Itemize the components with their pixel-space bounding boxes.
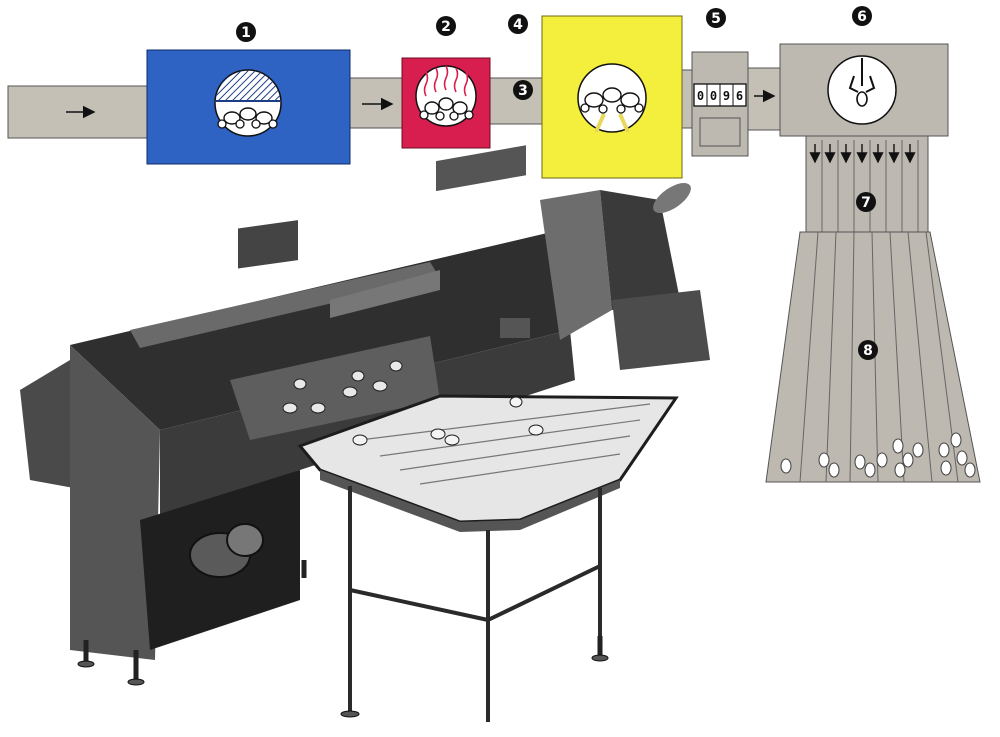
weighing-station bbox=[779, 43, 949, 137]
counter-digit: 9 bbox=[723, 89, 730, 103]
step-marker-2: 2 bbox=[436, 16, 456, 36]
sorting-lanes bbox=[805, 135, 929, 235]
step-number: 8 bbox=[863, 343, 873, 359]
counter-digit: 0 bbox=[697, 89, 704, 103]
yellow-inspection-station bbox=[541, 15, 683, 179]
step-number: 4 bbox=[513, 17, 523, 33]
counter-digit: 0 bbox=[710, 89, 717, 103]
conveyor-belt bbox=[7, 67, 781, 139]
step-marker-4: 4 bbox=[508, 14, 528, 34]
step-number: 1 bbox=[241, 25, 251, 41]
sorted-eggs bbox=[780, 432, 976, 478]
sorting-lanes-icon bbox=[821, 140, 919, 232]
step-number: 7 bbox=[861, 195, 871, 211]
step-number: 3 bbox=[518, 83, 528, 99]
step-marker-5: 5 bbox=[706, 8, 726, 28]
counter-digit: 6 bbox=[736, 89, 743, 103]
heating-station-icon bbox=[415, 65, 477, 127]
heating-station bbox=[401, 57, 491, 149]
step-marker-6: 6 bbox=[852, 6, 872, 26]
egg-counter-icon: 0 0 9 6 bbox=[693, 83, 747, 107]
motor-icon bbox=[189, 523, 264, 578]
egg-grading-machine-icon bbox=[20, 145, 710, 722]
lane-arrows bbox=[809, 144, 916, 164]
step-number: 6 bbox=[857, 9, 867, 25]
step-number: 2 bbox=[441, 19, 451, 35]
egg-counter-station: 0 0 9 6 bbox=[691, 51, 749, 157]
step-marker-7: 7 bbox=[856, 192, 876, 212]
step-number: 5 bbox=[711, 11, 721, 27]
blue-treatment-station-icon bbox=[214, 69, 282, 137]
roller-eggs bbox=[282, 360, 403, 414]
yellow-inspection-station-icon bbox=[577, 63, 647, 133]
weighing-scale-icon bbox=[827, 55, 897, 125]
table-eggs bbox=[352, 396, 544, 446]
step-marker-8: 8 bbox=[858, 340, 878, 360]
step-marker-3: 3 bbox=[513, 80, 533, 100]
blue-treatment-station bbox=[146, 49, 351, 165]
step-marker-1: 1 bbox=[236, 22, 256, 42]
